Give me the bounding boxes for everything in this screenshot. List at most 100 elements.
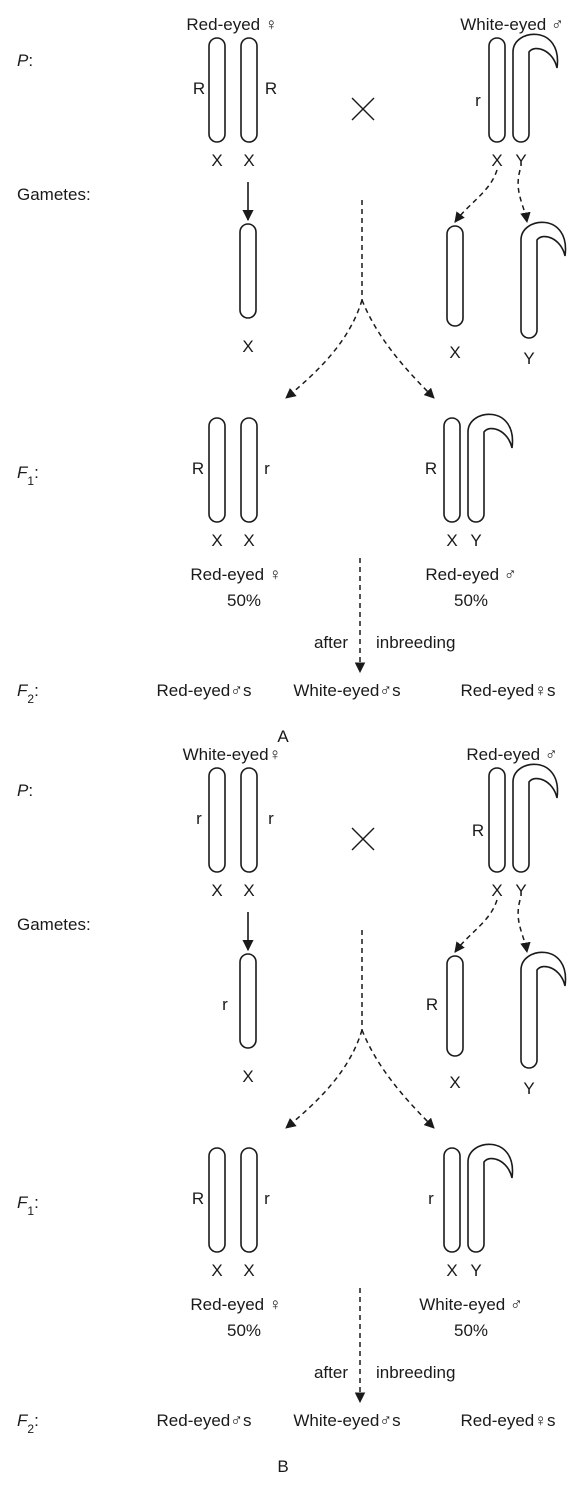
male-parent-x [488,37,506,143]
f1-male-percent: 50% [454,1321,488,1340]
f1-female-allele-1: R [192,1189,204,1208]
female-gamete-x-label: X [242,337,253,356]
female-gamete-x-label: X [242,1067,253,1086]
male-gamete-y-label: Y [523,349,534,368]
gen-label-p: P: [17,781,33,800]
female-parent-x1 [208,37,226,143]
f2-result-1: Red-eyed♂s [157,681,252,700]
female-parent-x2 [240,767,258,873]
f1-male-caption: White-eyed ♂ [419,1295,522,1314]
f1-female-caption: Red-eyed ♀ [190,1295,281,1314]
cross-symbol [351,97,375,121]
f1-female-x2-label: X [243,531,254,550]
male-parent-y-label: Y [515,151,526,170]
f1-female-x1-label: X [211,531,222,550]
f1-male-y-label: Y [470,531,481,550]
f1-male-caption: Red-eyed ♂ [425,565,516,584]
female-parent-title: Red-eyed ♀ [186,15,277,34]
male-gamete-x-arrow [454,169,498,223]
f1-female-x1 [208,1147,226,1253]
gen-label-gametes: Gametes: [17,915,91,934]
male-gamete-x [446,955,464,1057]
f1-female-x2 [240,1147,258,1253]
gen-label-gametes: Gametes: [17,185,91,204]
f1-male-x-label: X [446,531,457,550]
gen-label-f2: F2: [17,1411,39,1436]
f1-female-allele-2: r [264,1189,270,1208]
male-gamete-x-label: X [449,1073,460,1092]
f1-male-allele: R [425,459,437,478]
female-gamete-allele: r [222,995,228,1014]
f1-female-percent: 50% [227,591,261,610]
f1-male-x-label: X [446,1261,457,1280]
male-gamete-x [446,225,464,327]
male-gamete-y [520,951,567,1069]
cross-symbol [351,827,375,851]
f1-female-x2 [240,417,258,523]
f1-male-percent: 50% [454,591,488,610]
f1-male-allele: r [428,1189,434,1208]
male-parent-title: Red-eyed ♂ [466,745,557,764]
female-parent-title: White-eyed♀ [183,745,282,764]
male-gamete-x-label: X [449,343,460,362]
f2-result-3: Red-eyed♀s [461,1411,556,1430]
female-parent-x1-label: X [211,151,222,170]
female-parent-allele-2: r [268,809,274,828]
f1-female-allele-1: R [192,459,204,478]
male-gamete-allele: R [426,995,438,1014]
female-gamete-x [239,223,257,319]
female-parent-allele-1: r [196,809,202,828]
male-gamete-y-label: Y [523,1079,534,1098]
inbreeding-label-after: after [314,633,348,652]
inbreeding-label-inbreeding: inbreeding [376,1363,455,1382]
f2-result-1: Red-eyed♂s [157,1411,252,1430]
f2-result-2: White-eyed♂s [293,681,400,700]
f1-female-x2-label: X [243,1261,254,1280]
f1-male-x [443,1147,461,1253]
panel-letter: A [277,727,289,746]
male-parent-x [488,767,506,873]
female-parent-x2-label: X [243,151,254,170]
f1-male-y [467,1143,514,1253]
male-parent-y-label: Y [515,881,526,900]
male-gamete-y [520,221,567,339]
female-parent-x2 [240,37,258,143]
f1-male-x [443,417,461,523]
female-parent-allele-1: R [193,79,205,98]
f1-female-percent: 50% [227,1321,261,1340]
male-parent-y [512,33,559,143]
fertilisation-right-arrow [361,1029,435,1129]
f2-result-2: White-eyed♂s [293,1411,400,1430]
f1-female-x1 [208,417,226,523]
male-parent-allele: r [475,91,481,110]
f1-male-y [467,413,514,523]
panel-letter: B [277,1457,288,1476]
f1-female-x1-label: X [211,1261,222,1280]
fertilisation-right-arrow [361,299,435,399]
f1-female-caption: Red-eyed ♀ [190,565,281,584]
male-gamete-y-arrow [517,899,531,954]
inbreeding-label-inbreeding: inbreeding [376,633,455,652]
f2-result-3: Red-eyed♀s [461,681,556,700]
fertilisation-left-arrow [285,299,363,399]
female-gamete-x [239,953,257,1049]
gen-label-f2: F2: [17,681,39,706]
female-parent-x2-label: X [243,881,254,900]
inbreeding-label-after: after [314,1363,348,1382]
f1-female-allele-2: r [264,459,270,478]
male-parent-x-label: X [491,881,502,900]
female-parent-x1 [208,767,226,873]
male-parent-allele: R [472,821,484,840]
male-gamete-y-arrow [517,169,531,224]
female-parent-x1-label: X [211,881,222,900]
gen-label-f1: F1: [17,463,39,488]
male-parent-title: White-eyed ♂ [460,15,563,34]
male-parent-y [512,763,559,873]
male-parent-x-label: X [491,151,502,170]
fertilisation-left-arrow [285,1029,363,1129]
f1-male-y-label: Y [470,1261,481,1280]
female-parent-allele-2: R [265,79,277,98]
